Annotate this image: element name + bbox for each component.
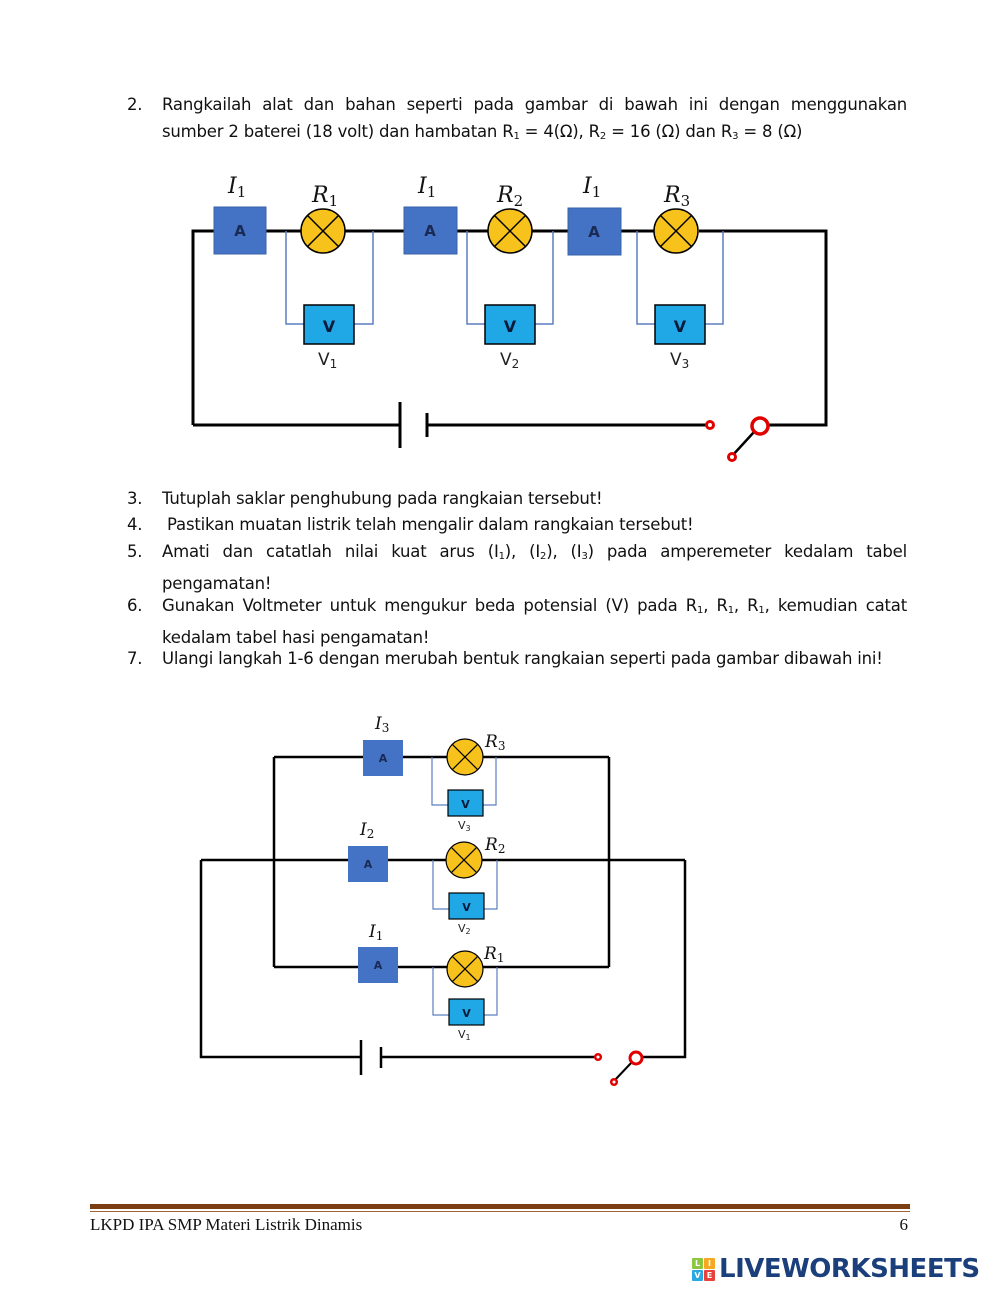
svg-text:A: A [379, 752, 388, 765]
step-text: Rangkailah alat dan bahan seperti pada g… [162, 95, 907, 142]
voltmeter-3: V [654, 304, 706, 345]
ammeter-1: A [213, 206, 267, 255]
svg-text:V: V [462, 901, 471, 914]
voltmeter-label-2: V2 [500, 350, 519, 371]
liveworksheets-logo[interactable]: L I V E LIVEWORKSHEETS [692, 1254, 980, 1284]
ammeter-2: A [403, 206, 458, 255]
resistor-label-3: R3 [663, 183, 690, 210]
svg-text:A: A [424, 222, 436, 240]
current-label-2: I1 [417, 174, 436, 201]
step-text: Pastikan muatan listrik telah mengalir d… [162, 515, 694, 534]
switch-icon[interactable] [705, 416, 770, 462]
lamp-r2-icon [445, 841, 483, 879]
lamp-r1-icon [300, 208, 346, 254]
lamp-r3-icon [653, 208, 699, 254]
resistor-label-r3: R3 [484, 732, 505, 753]
svg-text:A: A [374, 959, 383, 972]
voltmeter-v1: V [448, 998, 485, 1026]
battery-icon [398, 402, 429, 448]
ammeter-i1: A [358, 947, 398, 983]
footer-divider [90, 1204, 910, 1209]
instruction-step-4: 4. Pastikan muatan listrik telah mengali… [127, 512, 907, 539]
resistor-label-r2: R2 [484, 835, 505, 856]
ammeter-3: A [567, 207, 622, 256]
voltmeter-label-v3: V3 [458, 819, 471, 833]
step-number: 4. [127, 515, 143, 534]
svg-text:A: A [364, 858, 373, 871]
instruction-step-3: 3. Tutuplah saklar penghubung pada rangk… [127, 486, 907, 513]
svg-text:V: V [461, 798, 470, 811]
resistor-label-r1: R1 [483, 944, 504, 965]
series-circuit-wires [191, 229, 828, 427]
lamp-r2-icon [487, 208, 533, 254]
switch-icon[interactable] [593, 1050, 644, 1087]
svg-text:V: V [674, 317, 687, 336]
current-label-i1: I1 [368, 922, 383, 943]
svg-text:A: A [588, 223, 600, 241]
step-text: Amati dan catatlah nilai kuat arus (I1),… [162, 542, 908, 593]
step-text: Ulangi langkah 1-6 dengan merubah bentuk… [162, 649, 883, 668]
instruction-step-2: 2. Rangkailah alat dan bahan seperti pad… [127, 92, 907, 150]
svg-text:A: A [234, 222, 246, 240]
footer-title: LKPD IPA SMP Materi Listrik Dinamis [90, 1215, 363, 1234]
ammeter-i3: A [363, 740, 403, 776]
live-logo-icon: L I V E [692, 1257, 715, 1281]
voltmeter-leads [431, 757, 498, 1016]
voltmeter-v3: V [447, 789, 484, 817]
voltmeter-label-3: V3 [670, 350, 689, 371]
current-label-i3: I3 [374, 714, 389, 735]
svg-text:V: V [323, 317, 336, 336]
voltmeter-2: V [484, 304, 536, 345]
voltmeter-1: V [303, 304, 355, 345]
step-number: 7. [127, 649, 143, 668]
ammeter-i2: A [348, 846, 388, 882]
current-label-1: I1 [227, 174, 246, 201]
step-number: 3. [127, 489, 143, 508]
step-number: 6. [127, 596, 143, 615]
voltmeter-label-v2: V2 [458, 922, 471, 936]
battery-icon [359, 1040, 383, 1075]
voltmeter-leads [285, 231, 724, 325]
parallel-circuit-wires [199, 755, 687, 1059]
liveworksheets-wordmark: LIVEWORKSHEETS [719, 1254, 980, 1284]
step-text: Tutuplah saklar penghubung pada rangkaia… [162, 489, 603, 508]
instruction-step-5: 5. Amati dan catatlah nilai kuat arus (I… [127, 539, 907, 597]
step-number: 2. [127, 95, 143, 114]
step-text: Gunakan Voltmeter untuk mengukur beda po… [162, 596, 907, 647]
svg-text:V: V [462, 1007, 471, 1020]
resistor-label-1: R1 [311, 183, 338, 210]
resistor-label-2: R2 [496, 183, 523, 210]
step-number: 5. [127, 542, 143, 561]
current-label-3: I1 [582, 174, 601, 201]
page-number: 6 [899, 1215, 909, 1234]
voltmeter-label-1: V1 [318, 350, 337, 371]
current-label-i2: I2 [359, 820, 374, 841]
lamp-r1-icon [446, 950, 484, 988]
svg-text:V: V [504, 317, 517, 336]
footer-divider-thin [90, 1211, 910, 1212]
voltmeter-label-v1: V1 [458, 1028, 471, 1042]
instruction-step-6: 6. Gunakan Voltmeter untuk mengukur beda… [127, 593, 907, 651]
lamp-r3-icon [446, 738, 484, 776]
series-circuit-diagram: A A A V V V I1 I1 I1 R1 R2 [191, 174, 828, 462]
voltmeter-v2: V [448, 892, 485, 920]
instruction-step-7: 7. Ulangi langkah 1-6 dengan merubah ben… [127, 646, 907, 673]
